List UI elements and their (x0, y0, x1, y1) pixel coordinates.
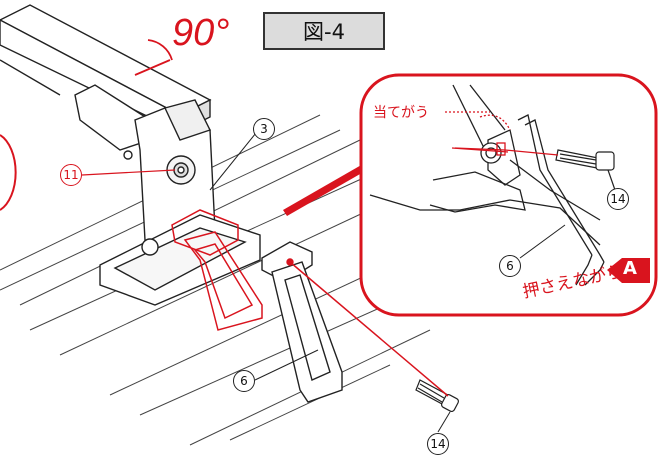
arrow-a-label: A (623, 258, 637, 279)
leader-lines (81, 169, 176, 176)
part-number-bolt: 14 (427, 433, 449, 455)
inset-bolt-guide (504, 149, 559, 156)
clip-part (261, 241, 343, 403)
figure-title: 図-4 (263, 12, 385, 50)
part-number-inset-clip: 6 (499, 255, 521, 277)
bolt-guide-line (289, 261, 449, 397)
inset-bolt (555, 149, 616, 191)
partial-callout-circle (0, 134, 17, 211)
arrow-a-label-wrap: A (605, 252, 655, 288)
inset-red-details (451, 114, 511, 156)
foot-bracket (74, 84, 261, 306)
part-number-foot: 3 (253, 118, 275, 140)
bolt-main (415, 379, 460, 413)
part-number-clip: 6 (233, 370, 255, 392)
clip-highlight (171, 209, 263, 331)
angle-label: 90° (172, 12, 230, 54)
arrow-a-icon (607, 258, 650, 283)
contact-label: 当てがう (373, 105, 429, 121)
inset-leaders (519, 224, 566, 259)
angle-marker (134, 39, 173, 76)
part-number-inset-bolt: 14 (607, 188, 629, 210)
inset-contents (369, 84, 605, 286)
part-number-bolt-head: 11 (60, 164, 82, 186)
callout-connector (283, 160, 374, 216)
inset-frame (359, 73, 658, 317)
leader-lines-dark (209, 127, 451, 433)
